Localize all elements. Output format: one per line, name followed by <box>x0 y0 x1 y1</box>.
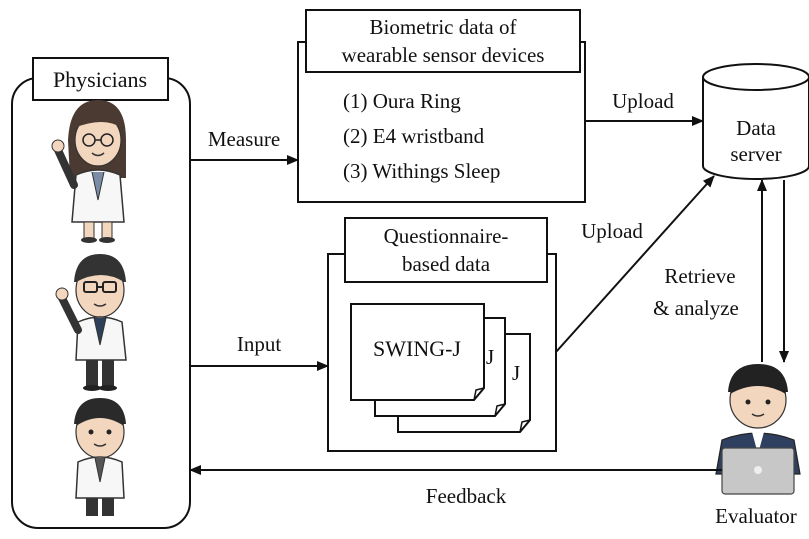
questionnaire-title-box <box>344 217 548 283</box>
female-doctor-icon <box>51 100 126 243</box>
male-doctor-icon <box>74 398 126 516</box>
sheet-stack: J J SWING-J <box>350 303 531 433</box>
questionnaire-title-line2: based data <box>402 252 491 276</box>
male-doctor-glasses-icon <box>55 254 127 391</box>
upload-questionnaire-label: Upload <box>581 219 643 243</box>
upload-questionnaire-arrow <box>555 175 715 353</box>
server-label-line1: Data <box>736 116 776 140</box>
database-icon <box>702 63 809 180</box>
measure-label: Measure <box>208 127 280 151</box>
sheet-front <box>350 303 485 401</box>
physicians-label-box <box>32 57 169 101</box>
sheet-back-label: J <box>512 361 520 385</box>
evaluator-icon <box>715 364 801 495</box>
sheet-middle-label: J <box>486 345 494 369</box>
retrieve-label-line1: Retrieve <box>664 264 735 288</box>
questionnaire-title-line1: Questionnaire- <box>384 224 509 248</box>
sheet-front-label: SWING-J <box>373 336 461 361</box>
evaluator-label: Evaluator <box>715 504 797 528</box>
sensor-title-line2: wearable sensor devices <box>342 43 545 67</box>
sensor-item-e4-wristband: (2) E4 wristband <box>343 124 485 148</box>
sensor-title-box <box>305 9 581 73</box>
sensor-item-oura-ring: (1) Oura Ring <box>343 89 461 113</box>
feedback-label: Feedback <box>426 484 507 508</box>
physicians-label: Physicians <box>53 67 147 92</box>
sensor-title-line1: Biometric data of <box>370 15 517 39</box>
sensor-item-withings-sleep: (3) Withings Sleep <box>343 159 500 183</box>
input-label: Input <box>237 332 281 356</box>
retrieve-label-line2: & analyze <box>653 296 739 320</box>
server-label-line2: server <box>730 142 781 166</box>
upload-sensor-label: Upload <box>612 89 674 113</box>
